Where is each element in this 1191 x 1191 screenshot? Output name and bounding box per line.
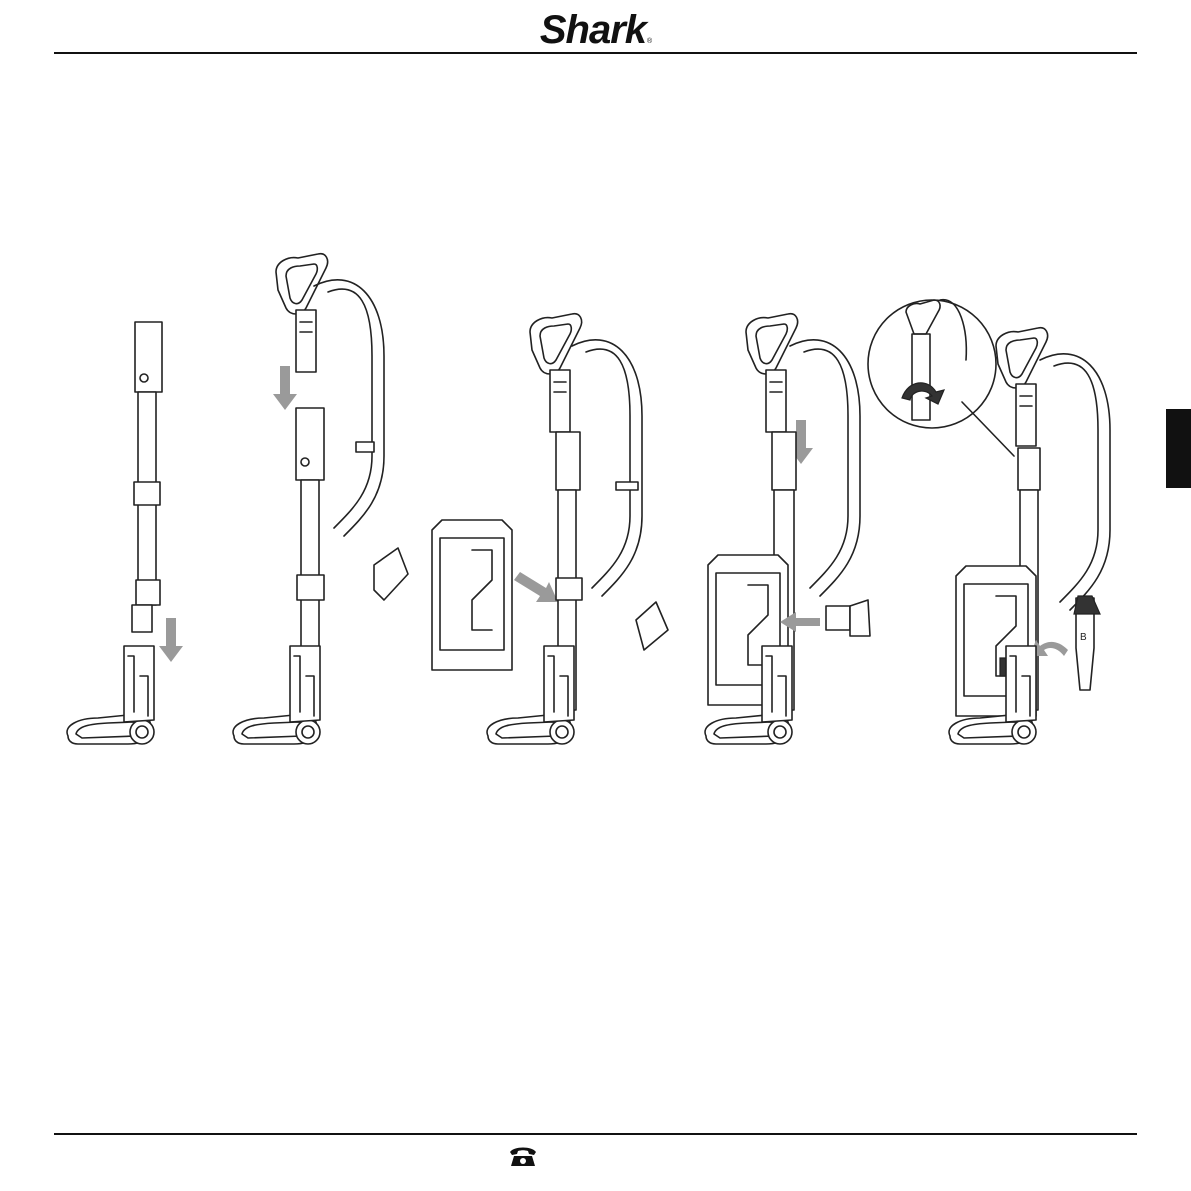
step-2-figure (233, 254, 408, 744)
step-4-figure (705, 314, 870, 744)
step-1-figure (67, 322, 183, 744)
telephone-icon (508, 1145, 538, 1167)
footer-rule (54, 1133, 1137, 1135)
step-3-figure (432, 314, 668, 744)
accessory-label-b: B (1080, 632, 1087, 643)
step-5-figure: B (868, 300, 1110, 744)
